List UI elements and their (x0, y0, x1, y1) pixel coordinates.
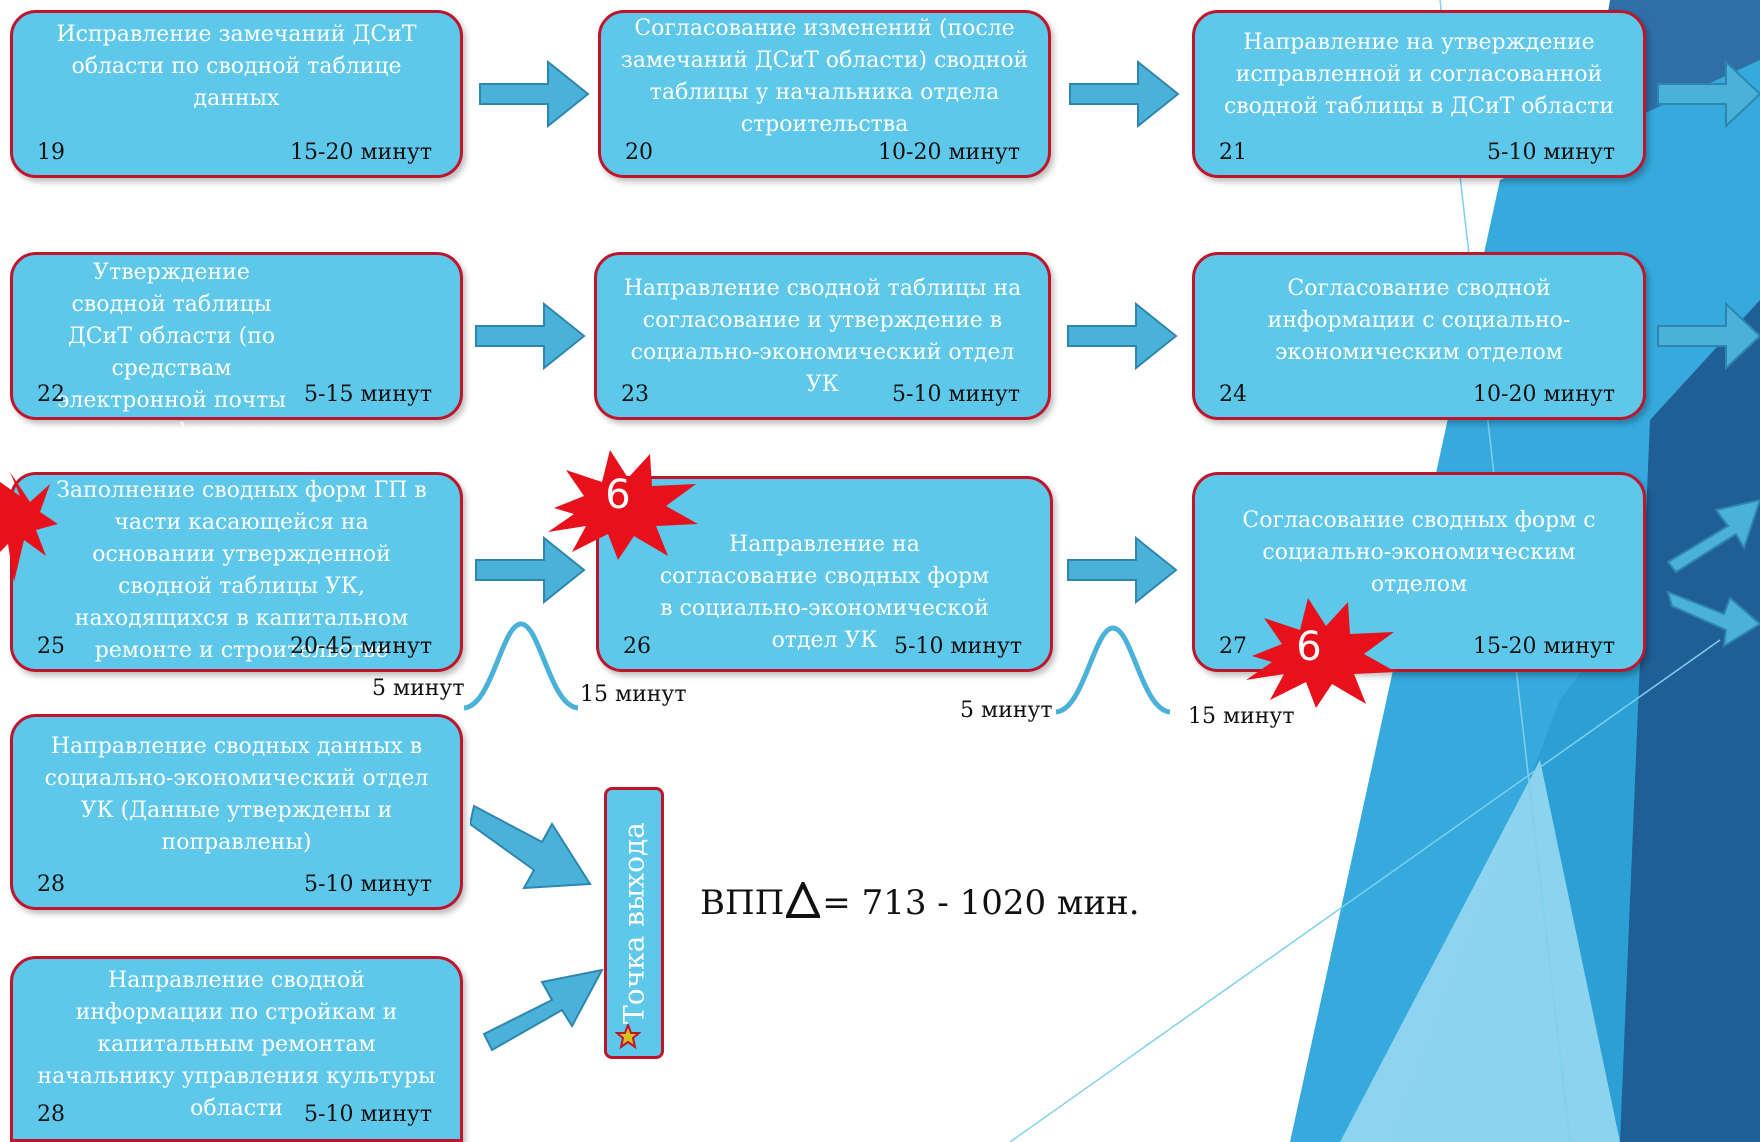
arrow-diagonal-icon (482, 968, 604, 1052)
step-box-25: Заполнение сводных форм ГП в части касаю… (10, 472, 463, 672)
arrow-right-icon (1067, 535, 1178, 605)
arrow-right-icon (479, 59, 590, 129)
step-duration: 5-10 минут (892, 382, 1020, 407)
step-box-21: Направление на утверждение исправленной … (1192, 10, 1646, 178)
step-box-20: Согласование изменений (после замечаний … (598, 10, 1051, 178)
arrow-diagonal-icon (470, 804, 592, 890)
step-duration: 5-10 минут (304, 1102, 432, 1127)
step-number: 26 (623, 634, 651, 659)
step-box-24: Согласование сводной информации с социал… (1192, 252, 1646, 420)
step-text: Направление сводных данных в социально-э… (44, 734, 429, 855)
arrow-diagonal-icon (1666, 498, 1760, 574)
arrow-right-icon (475, 535, 586, 605)
step-duration: 5-15 минут (304, 382, 432, 407)
step-number: 21 (1219, 140, 1247, 165)
step-number: 28 (37, 1102, 65, 1127)
step-number: 23 (621, 382, 649, 407)
wait-label: 15 минут (580, 682, 687, 707)
warning-burst: 6 (1246, 596, 1400, 708)
delta-icon (786, 882, 821, 918)
arrow-right-icon (475, 301, 586, 371)
step-text: Заполнение сводных форм ГП в части касаю… (56, 478, 427, 663)
step-text: Согласование сводных форм с социально-эк… (1242, 508, 1596, 597)
burst-shape-icon (1246, 598, 1396, 708)
step-duration: 15-20 минут (1473, 634, 1615, 659)
step-text: Утверждение сводной таблицы ДСиТ области… (57, 260, 286, 477)
total-time-formula: ВПП = 713 - 1020 мин. (700, 882, 1140, 923)
step-text: Направление на согласование сводных форм… (659, 532, 990, 653)
wait-curve-icon (463, 621, 579, 711)
step-number: 27 (1219, 634, 1247, 659)
arrow-right-icon (1069, 59, 1180, 129)
formula-suffix: = 713 - 1020 мин. (822, 883, 1140, 923)
formula-prefix: ВПП (700, 883, 785, 923)
step-duration: 5-10 минут (894, 634, 1022, 659)
step-duration: 10-20 минут (1473, 382, 1615, 407)
exit-label: Точка выхода (617, 822, 651, 1024)
step-duration: 20-45 минут (290, 634, 432, 659)
step-text: Направление сводной информации по стройк… (37, 968, 436, 1121)
step-text: Направление сводной таблицы на согласова… (623, 276, 1022, 397)
step-box-28b: Направление сводной информации по стройк… (10, 956, 463, 1142)
warning-burst: 6 (548, 448, 702, 560)
exit-point-box: Точка выхода (604, 787, 664, 1059)
star-icon (615, 1024, 641, 1050)
step-box-19: Исправление замечаний ДСиТ области по св… (10, 10, 463, 178)
step-number: 28 (37, 872, 65, 897)
wait-label: 5 минут (960, 698, 1053, 723)
step-box-26: Направление на согласование сводных форм… (596, 476, 1053, 672)
burst-number: 6 (1296, 624, 1322, 670)
step-number: 24 (1219, 382, 1247, 407)
wait-curve-icon (1055, 625, 1171, 715)
arrow-right-icon (1067, 301, 1178, 371)
arrow-right-icon (1657, 59, 1760, 129)
step-duration: 5-10 минут (304, 872, 432, 897)
step-text: Направление на утверждение исправленной … (1223, 30, 1615, 119)
step-box-28a: Направление сводных данных в социально-э… (10, 714, 463, 910)
step-number: 25 (37, 634, 65, 659)
step-duration: 10-20 минут (878, 140, 1020, 165)
wait-label: 5 минут (372, 676, 465, 701)
step-text: Согласование изменений (после замечаний … (620, 16, 1029, 137)
step-duration: 15-20 минут (290, 140, 432, 165)
step-number: 20 (625, 140, 653, 165)
step-box-23: Направление сводной таблицы на согласова… (594, 252, 1051, 420)
arrow-right-icon (1657, 301, 1760, 371)
step-number: 19 (37, 140, 65, 165)
step-text: Исправление замечаний ДСиТ области по св… (56, 22, 417, 111)
arrow-diagonal-icon (1666, 590, 1760, 648)
warning-burst-icon (0, 472, 58, 582)
burst-shape-icon (548, 450, 698, 560)
wait-label: 15 минут (1188, 704, 1295, 729)
step-duration: 5-10 минут (1487, 140, 1615, 165)
step-box-27: Согласование сводных форм с социально-эк… (1192, 472, 1646, 672)
step-text: Согласование сводной информации с социал… (1267, 276, 1571, 365)
burst-number: 6 (605, 472, 631, 518)
step-number: 22 (37, 382, 65, 407)
step-box-22: Утверждение сводной таблицы ДСиТ области… (10, 252, 463, 477)
